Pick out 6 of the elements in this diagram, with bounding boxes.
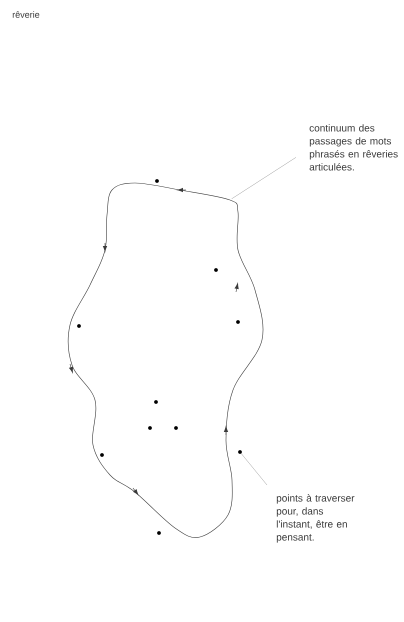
closed-curve: [68, 182, 264, 538]
annotation-text: points à traverser pour, dans l'instant, être en pensant.: [276, 494, 354, 543]
annotation-text: continuum des passages de mots phrasés en rêveries articulées.: [310, 124, 398, 171]
leader-line: [241, 453, 268, 486]
leader-line: [232, 157, 296, 199]
title: rêverie: [12, 11, 40, 18]
